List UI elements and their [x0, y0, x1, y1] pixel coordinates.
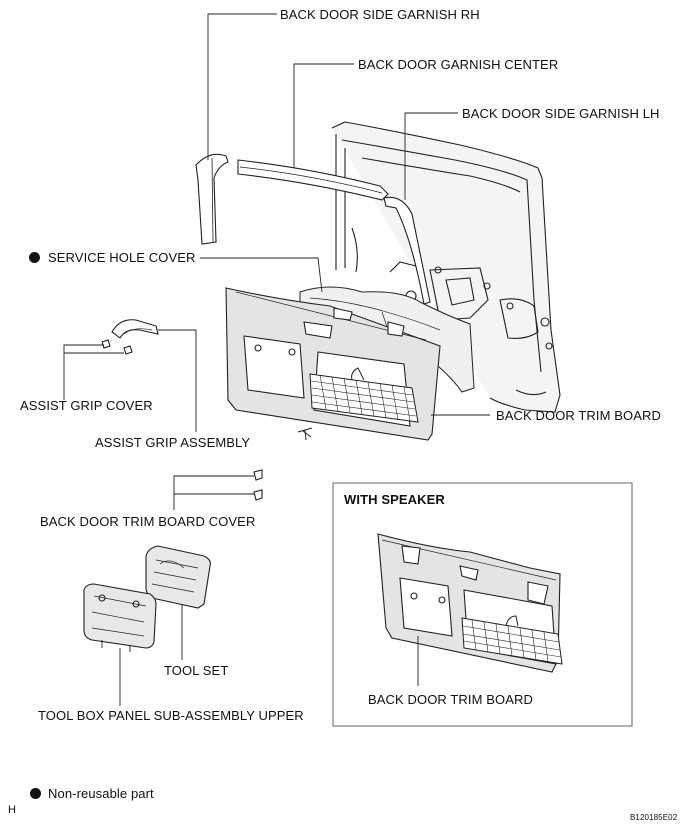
label-tool-box-panel: TOOL BOX PANEL SUB-ASSEMBLY UPPER	[38, 708, 304, 723]
back-door-frame	[331, 121, 561, 413]
label-assist-grip-cover: ASSIST GRIP COVER	[20, 398, 153, 413]
corner-letter: H	[8, 804, 17, 816]
tool-box-panel-shape	[83, 583, 157, 652]
label-with-speaker: WITH SPEAKER	[344, 492, 445, 507]
side-garnish-rh	[195, 153, 229, 245]
legend-dot-icon	[30, 788, 41, 799]
label-trim-board-speaker: BACK DOOR TRIM BOARD	[368, 692, 534, 707]
label-service-hole-cover: SERVICE HOLE COVER	[48, 250, 196, 265]
garnish-center	[237, 159, 389, 201]
figure-code: B120185E02	[630, 813, 678, 822]
label-tool-set: TOOL SET	[164, 663, 229, 678]
tool-set-shape	[145, 545, 211, 609]
label-assist-grip-assembly: ASSIST GRIP ASSEMBLY	[95, 435, 251, 450]
trim-board-cover-clips	[253, 469, 263, 501]
label-side-garnish-rh: BACK DOOR SIDE GARNISH RH	[280, 7, 480, 22]
leader-lines	[63, 13, 490, 706]
label-trim-board: BACK DOOR TRIM BOARD	[496, 408, 662, 423]
speaker-trim-board-net	[461, 615, 563, 665]
non-reusable-marker-icon	[29, 252, 40, 263]
label-trim-board-cover: BACK DOOR TRIM BOARD COVER	[40, 514, 256, 529]
label-side-garnish-lh: BACK DOOR SIDE GARNISH LH	[462, 106, 660, 121]
legend-non-reusable: Non-reusable part	[48, 786, 154, 801]
assist-grip-cover-shape	[101, 339, 133, 355]
side-garnish-lh	[383, 196, 431, 305]
screw	[297, 427, 313, 441]
trim-board-net	[309, 367, 419, 423]
label-garnish-center: BACK DOOR GARNISH CENTER	[358, 57, 559, 72]
with-speaker-box	[332, 482, 633, 727]
